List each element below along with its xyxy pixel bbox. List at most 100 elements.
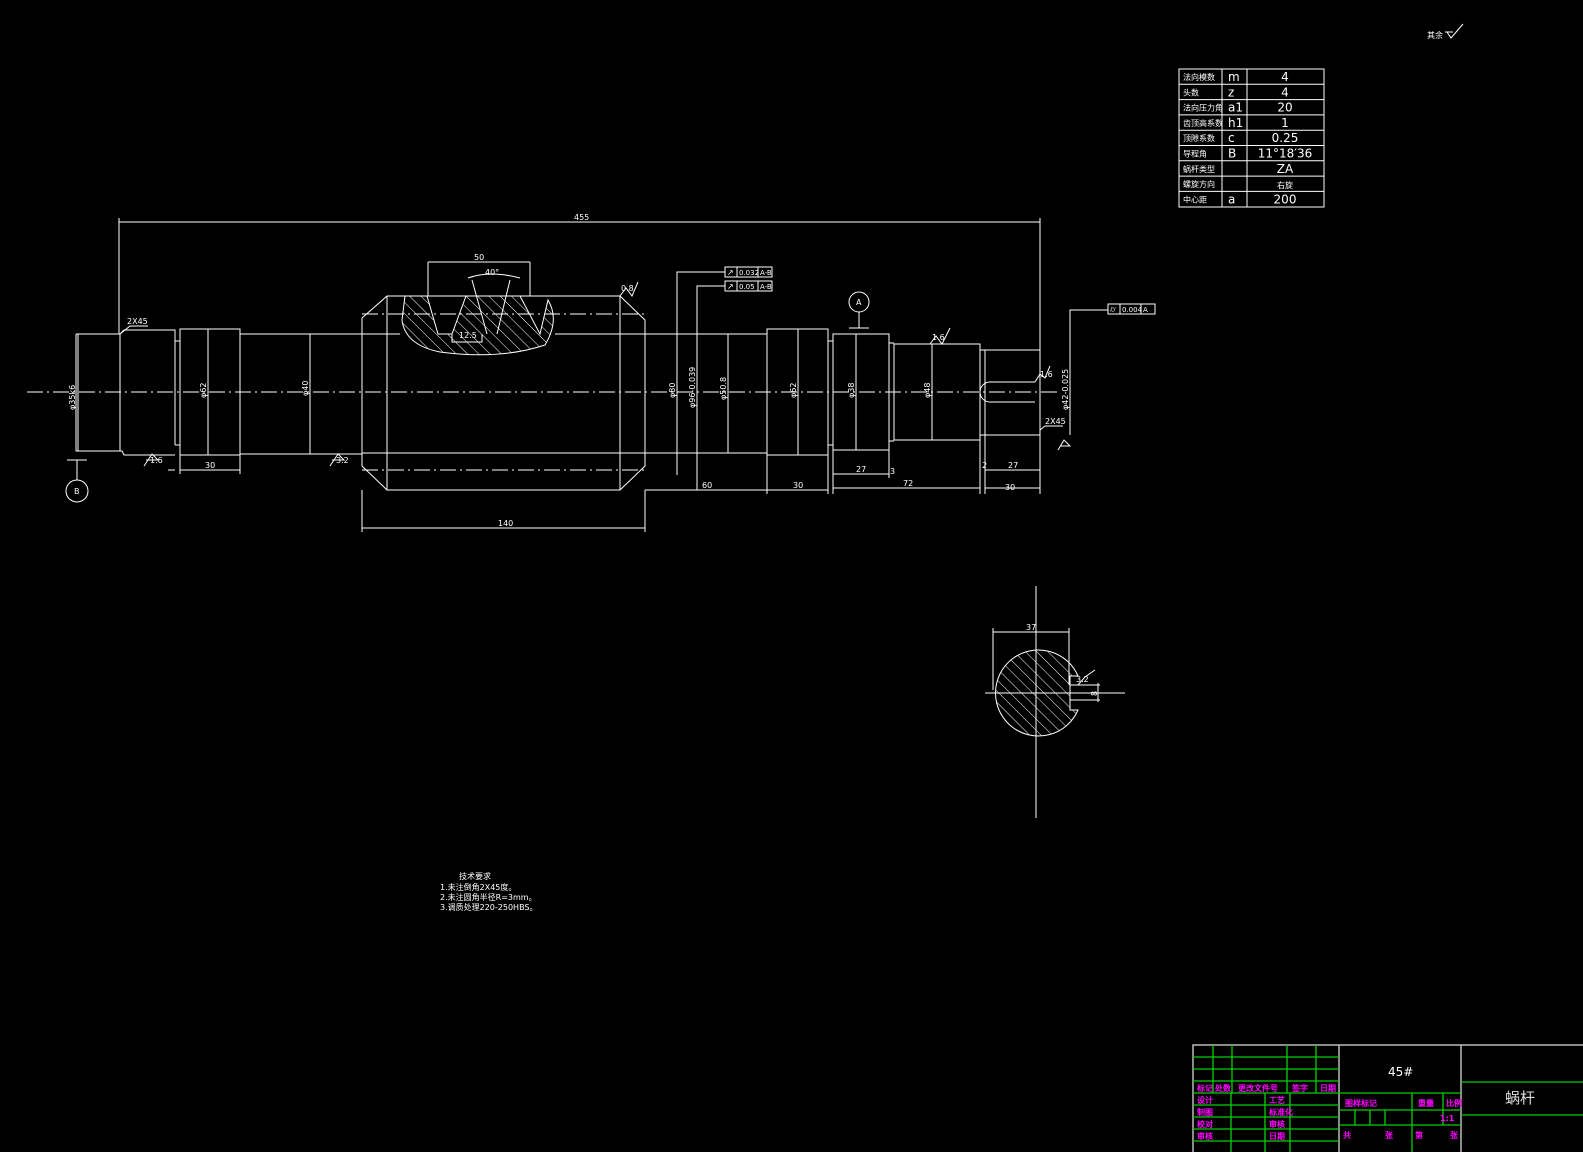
drawing-label: 技术要求 [459, 871, 491, 881]
param-symbol: a [1228, 192, 1235, 206]
drawing-label: φ35k6 [68, 385, 77, 410]
drawing-label: 日期 [1320, 1083, 1336, 1093]
drawing-label: 校对 [1197, 1119, 1213, 1129]
worm-tooth-section: 50 40° 12.5 [401, 253, 554, 356]
param-symbol: m [1228, 70, 1240, 84]
drawing-label: φ38 [847, 383, 856, 398]
param-row: 顶隙系数 c 0.25 [1183, 131, 1298, 145]
param-symbol: c [1228, 131, 1235, 145]
param-row: 螺旋方向右旋 [1183, 179, 1293, 190]
drawing-label: 1.6 [1040, 370, 1053, 379]
drawing-label: 蜗杆 [1505, 1089, 1535, 1107]
param-row: 齿顶高系数 h1 1 [1183, 116, 1289, 130]
title-block: 45# 蜗杆 标记 处数 更改文件号 签字 日期 设计 制图 校对 审核 工艺 … [1192, 1044, 1583, 1152]
param-name: 蜗杆类型 [1183, 164, 1215, 174]
param-row: 蜗杆类型 ZA [1183, 162, 1294, 176]
param-name: 法向模数 [1183, 72, 1215, 82]
drawing-label: 日期 [1269, 1131, 1285, 1141]
tolerance-symbol-icon: ↗ [727, 268, 734, 277]
param-value: 0.25 [1272, 131, 1299, 145]
param-value: ZA [1277, 162, 1294, 176]
roughness-icon [1445, 23, 1464, 39]
drawing-label: 27 [1008, 461, 1018, 470]
datum-a: A [848, 291, 870, 329]
param-symbol: a1 [1228, 101, 1243, 115]
param-name: 头数 [1183, 87, 1199, 97]
drawing-label: B [74, 487, 80, 496]
drawing-label: 2.未注圆角半径R=3mm。 [440, 892, 537, 902]
param-name: 顶隙系数 [1183, 133, 1215, 143]
roughness-note: 其余 [1427, 23, 1464, 40]
dimensions: 455 140 60 30 27 72 30 27 3 2 30 φ35k6 φ… [68, 213, 1072, 532]
drawing-label: 3.调质处理220-250HBS。 [440, 902, 538, 912]
drawing-label: 第 [1415, 1130, 1423, 1140]
drawing-label: 张 [1450, 1131, 1459, 1140]
drawing-label: 72 [903, 479, 913, 488]
drawing-label: 3.2 [1076, 675, 1089, 684]
param-value: 11°18′36 [1258, 147, 1313, 161]
drawing-label: 比例 [1446, 1098, 1462, 1108]
drawing-label: 标记 [1196, 1083, 1213, 1093]
drawing-label: 1.6 [150, 456, 163, 465]
drawing-label: 签字 [1291, 1083, 1308, 1093]
param-name: 齿顶高系数 [1183, 118, 1223, 128]
param-row: 法向压力角 a1 20 [1183, 101, 1293, 115]
param-value: 1 [1281, 116, 1289, 130]
drawing-label: 37 [1026, 623, 1036, 632]
drawing-label: 工艺 [1269, 1095, 1285, 1105]
drawing-label: 设计 [1197, 1095, 1213, 1105]
param-name: 法向压力角 [1183, 103, 1223, 113]
drawing-label: 27 [856, 465, 866, 474]
drawing-label: 2 [982, 461, 987, 470]
drawing-label: 50 [474, 253, 484, 262]
drawing-label: 处数 [1214, 1083, 1232, 1093]
drawing-label: 8 [1090, 691, 1099, 696]
drawing-label: A [856, 298, 862, 307]
drawing-label: 1:1 [1440, 1114, 1455, 1123]
param-row: 中心距 a 200 [1183, 192, 1296, 206]
param-symbol: h1 [1228, 116, 1243, 130]
drawing-label: 更改文件号 [1238, 1083, 1278, 1093]
drawing-label: 标准化 [1268, 1107, 1293, 1117]
drawing-label: φ48 [923, 383, 932, 398]
drawing-label: 制图 [1197, 1107, 1213, 1117]
drawing-label: 30 [793, 481, 803, 490]
drawing-label: φ62 [199, 383, 208, 398]
keyway-section-view: 37 8 3.2 [985, 586, 1125, 818]
drawing-label: 图样标记 [1345, 1098, 1377, 1108]
drawing-label: 2X45 [1045, 417, 1066, 426]
drawing-label: φ62 [789, 383, 798, 398]
tolerance-value: 0.05 [739, 283, 755, 291]
tolerance-datum: A-B [760, 269, 772, 277]
drawing-label: 3.2 [336, 456, 349, 465]
drawing-label: 共 [1343, 1130, 1351, 1140]
drawing-label: 1.6 [932, 333, 945, 342]
drawing-label: 40° [485, 268, 499, 277]
tolerance-value: 0.032 [739, 269, 759, 277]
drawing-label: φ42-0.025 [1061, 369, 1070, 410]
drawing-label: φ96-0.039 [688, 367, 697, 408]
param-value: 200 [1274, 192, 1297, 206]
drawing-label: 重量 [1418, 1098, 1434, 1108]
param-value: 20 [1277, 101, 1292, 115]
datum-b: B [65, 459, 89, 503]
drawing-label: 0.8 [621, 284, 634, 293]
drawing-label: φ80 [668, 383, 677, 398]
drawing-label: 3 [890, 467, 895, 476]
param-name: 中心距 [1183, 194, 1207, 204]
tolerance-value: 0.004 [1122, 306, 1143, 314]
drawing-label: 45# [1388, 1065, 1413, 1079]
drawing-label: 12.5 [459, 331, 477, 340]
drawing-label: 1.未注倒角2X45度。 [440, 882, 516, 892]
drawing-label: 60 [702, 481, 712, 490]
drawing-label: 30 [205, 461, 215, 470]
tolerance-symbol-icon: ⌭ [1110, 305, 1116, 314]
param-symbol: z [1228, 85, 1234, 99]
drawing-label: 审核 [1197, 1131, 1213, 1141]
